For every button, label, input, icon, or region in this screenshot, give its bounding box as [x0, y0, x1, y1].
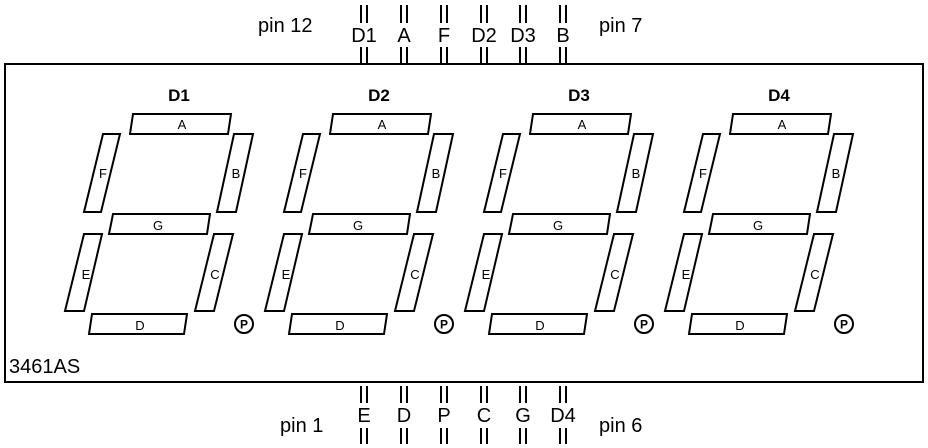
decimal-point-icon: [634, 314, 654, 334]
segment-label: D: [735, 318, 744, 333]
bottom-pin-name: C: [477, 405, 491, 427]
segment-b: [415, 133, 455, 213]
segment-label: C: [410, 267, 419, 282]
digit-title: D2: [368, 86, 390, 105]
segment-g: [707, 213, 812, 235]
bottom-pin-row: E D P C G D4: [357, 386, 576, 444]
part-number: 3461AS: [9, 356, 80, 378]
segment-d: [287, 313, 389, 335]
bottom-pin-name: P: [437, 405, 450, 427]
segment-c: [793, 233, 835, 312]
segment-label: B: [232, 166, 241, 181]
top-pin-name: A: [397, 25, 411, 47]
top-left-pin-label: pin 12: [258, 15, 313, 37]
decimal-point-label: P: [840, 318, 848, 332]
segment-label: E: [682, 267, 691, 282]
segment-label: A: [778, 117, 787, 132]
bottom-pin-name: E: [357, 405, 370, 427]
top-right-pin-label: pin 7: [599, 15, 642, 37]
segment-label: F: [99, 166, 107, 181]
segment-e: [663, 233, 704, 312]
segment-d: [487, 313, 589, 335]
segment-c: [193, 233, 235, 312]
segment-label: D: [535, 318, 544, 333]
top-pin-name: D2: [471, 25, 497, 47]
digit-2: D2A B C D E F G P: [263, 86, 455, 335]
segment-label: B: [432, 166, 441, 181]
segment-c: [593, 233, 635, 312]
segment-label: F: [699, 166, 707, 181]
segment-label: B: [632, 166, 641, 181]
digit-title: D1: [168, 86, 190, 105]
bottom-pin-name: D4: [550, 405, 576, 427]
segment-g: [107, 213, 212, 235]
segment-d: [687, 313, 789, 335]
segment-label: C: [810, 267, 819, 282]
segment-e: [463, 233, 504, 312]
segment-label: G: [353, 218, 363, 233]
decimal-point-label: P: [440, 318, 448, 332]
segment-a: [128, 113, 233, 135]
bottom-pin-name: G: [515, 405, 531, 427]
segment-f: [282, 133, 322, 213]
decimal-point-icon: [834, 314, 854, 334]
segment-d: [87, 313, 189, 335]
top-pin-name: B: [556, 25, 569, 47]
segment-g: [507, 213, 612, 235]
segment-label: E: [282, 267, 291, 282]
segment-label: F: [499, 166, 507, 181]
segment-label: G: [153, 218, 163, 233]
segment-a: [328, 113, 433, 135]
top-pin-row: D1 A F D2 D3 B: [351, 5, 570, 63]
decimal-point-icon: [434, 314, 454, 334]
top-pin-name: D3: [510, 25, 536, 47]
digit-title: D3: [568, 86, 590, 105]
segment-b: [215, 133, 255, 213]
segment-e: [63, 233, 104, 312]
segment-label: E: [482, 267, 491, 282]
bottom-left-pin-label: pin 1: [280, 415, 323, 437]
segment-f: [682, 133, 722, 213]
segment-label: A: [178, 117, 187, 132]
top-pin-name: D1: [351, 25, 377, 47]
segment-f: [482, 133, 522, 213]
segment-label: A: [578, 117, 587, 132]
bottom-pin-name: D: [397, 405, 411, 427]
segment-label: E: [82, 267, 91, 282]
segment-label: C: [210, 267, 219, 282]
segment-label: D: [135, 318, 144, 333]
segment-label: A: [378, 117, 387, 132]
top-pin-name: F: [438, 25, 450, 47]
digit-title: D4: [768, 86, 790, 105]
segment-a: [728, 113, 833, 135]
digit-3: D3A B C D E F G P: [463, 86, 655, 335]
decimal-point-icon: [234, 314, 254, 334]
digit-4: D4A B C D E F G P: [663, 86, 855, 335]
digit-1: D1A B C D E F G P: [63, 86, 255, 335]
segment-label: G: [753, 218, 763, 233]
segment-a: [528, 113, 633, 135]
segment-e: [263, 233, 304, 312]
segment-label: C: [610, 267, 619, 282]
segment-label: G: [553, 218, 563, 233]
segment-f: [82, 133, 122, 213]
decimal-point-label: P: [240, 318, 248, 332]
segment-label: B: [832, 166, 841, 181]
segment-b: [815, 133, 855, 213]
decimal-point-label: P: [640, 318, 648, 332]
segment-label: D: [335, 318, 344, 333]
segment-c: [393, 233, 435, 312]
segment-b: [615, 133, 655, 213]
bottom-right-pin-label: pin 6: [599, 415, 642, 437]
segment-g: [307, 213, 412, 235]
digit-group: D1A B C D E F G P D2A B C D E F G P D3A B C D E F G P D4A B C D E F G P: [63, 86, 855, 335]
segment-label: F: [299, 166, 307, 181]
